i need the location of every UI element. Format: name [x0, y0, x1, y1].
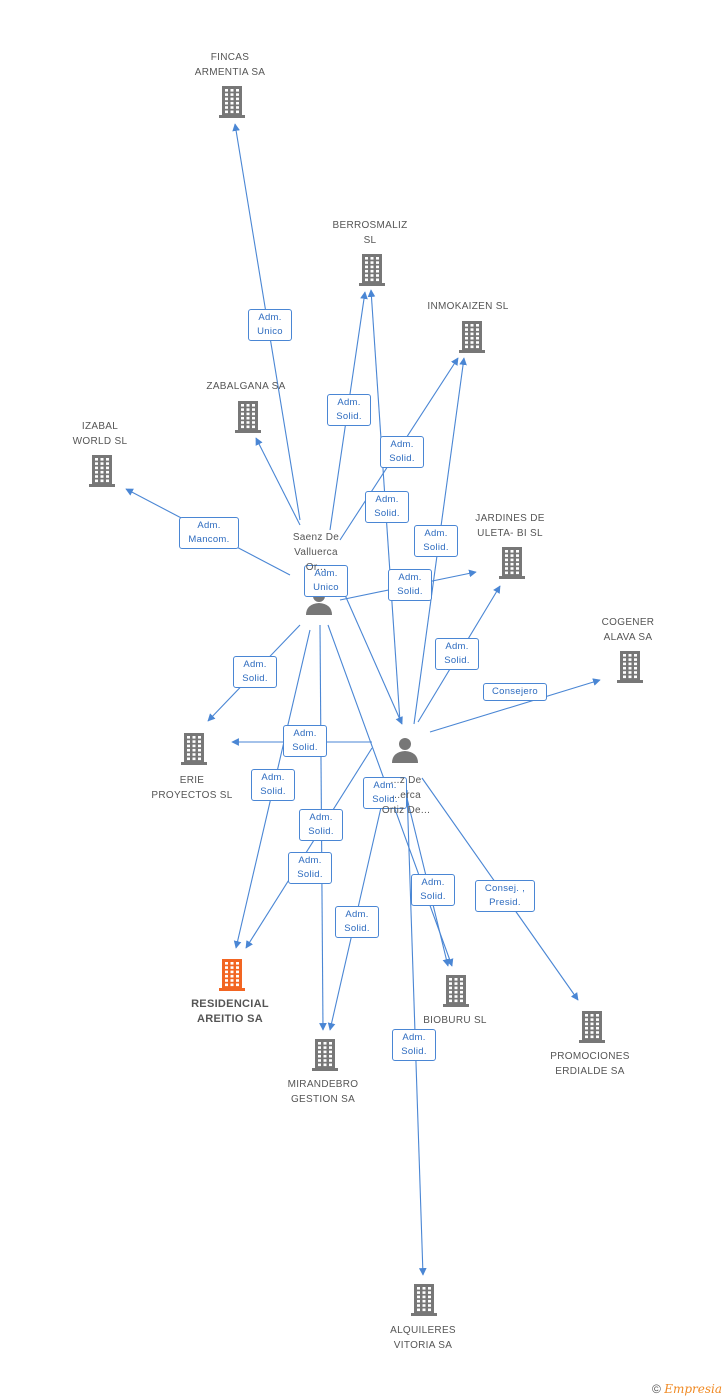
edge-label: Adm. Solid.: [392, 1029, 436, 1061]
edge-label: Adm. Solid.: [251, 769, 295, 801]
building-icon[interactable]: [181, 733, 207, 765]
person-icon[interactable]: [392, 738, 418, 763]
node-label-izabal[interactable]: IZABAL WORLD SL: [72, 421, 128, 447]
watermark: © Empresia: [652, 1382, 722, 1396]
edge-label: Adm. Solid.: [233, 656, 277, 688]
node-label-person2[interactable]: ...z De ...erca Ortiz De...: [381, 775, 431, 816]
edge-label: Adm. Solid.: [365, 491, 409, 523]
building-icon[interactable]: [89, 455, 115, 487]
building-icon[interactable]: [359, 254, 385, 286]
building-icon[interactable]: [235, 401, 261, 433]
node-label-alquileres[interactable]: ALQUILERES VITORIA SA: [390, 1325, 456, 1351]
node-label-cogener[interactable]: COGENER ALAVA SA: [601, 617, 655, 643]
edge-label: Adm. Solid.: [380, 436, 424, 468]
building-icon[interactable]: [312, 1039, 338, 1071]
edge-label: Adm. Unico: [248, 309, 292, 341]
edge-label: Consejero: [483, 683, 547, 701]
edge-person1-zabalgana: [255, 437, 301, 526]
edge-label: Adm. Solid.: [299, 809, 343, 841]
building-icon[interactable]: [219, 86, 245, 118]
node-label-erie[interactable]: ERIE PROYECTOS SL: [151, 775, 233, 801]
edge-label: Adm. Solid.: [335, 906, 379, 938]
node-label-promociones[interactable]: PROMOCIONES ERDIALDE SA: [550, 1051, 630, 1077]
node-label-mirandebro[interactable]: MIRANDEBRO GESTION SA: [287, 1079, 359, 1105]
edge-label: Adm. Mancom.: [179, 517, 239, 549]
edge-label: Consej. , Presid.: [475, 880, 535, 912]
edge-label: Adm. Solid.: [414, 525, 458, 557]
edge-label: Adm. Solid.: [411, 874, 455, 906]
edge-label: Adm. Solid.: [327, 394, 371, 426]
node-label-bioburu[interactable]: BIOBURU SL: [423, 1015, 487, 1026]
edge-label: Adm. Solid.: [288, 852, 332, 884]
building-icon[interactable]: [443, 975, 469, 1007]
building-icon[interactable]: [219, 959, 245, 991]
building-icon[interactable]: [499, 547, 525, 579]
edge-label: Adm. Solid.: [283, 725, 327, 757]
node-label-fincas[interactable]: FINCAS ARMENTIA SA: [194, 52, 266, 78]
edge-person1-person2: [344, 594, 403, 725]
building-icon[interactable]: [459, 321, 485, 353]
edge-label: Adm. Solid.: [388, 569, 432, 601]
node-label-person1[interactable]: Saenz De Valluerca Or...: [292, 532, 340, 573]
building-icon[interactable]: [411, 1284, 437, 1316]
building-icon[interactable]: [617, 651, 643, 683]
copyright-symbol: ©: [652, 1382, 661, 1396]
node-label-berrosmaliz[interactable]: BERROSMALIZ SL: [332, 220, 408, 246]
building-icon[interactable]: [579, 1011, 605, 1043]
edge-person2-cogener: [429, 678, 601, 733]
brand-logo: Empresia: [664, 1382, 722, 1396]
edge-label: Adm. Solid.: [435, 638, 479, 670]
edge-person2-residencial: [245, 747, 373, 949]
node-label-jardines[interactable]: JARDINES DE ULETA- BI SL: [475, 513, 545, 539]
node-label-inmokaizen[interactable]: INMOKAIZEN SL: [427, 301, 509, 312]
edge-label: Adm. Solid.: [363, 777, 407, 809]
edge-label: Adm. Unico: [304, 565, 348, 597]
node-label-zabalgana[interactable]: ZABALGANA SA: [206, 381, 286, 392]
node-label-residencial[interactable]: RESIDENCIAL AREITIO SA: [191, 998, 269, 1025]
